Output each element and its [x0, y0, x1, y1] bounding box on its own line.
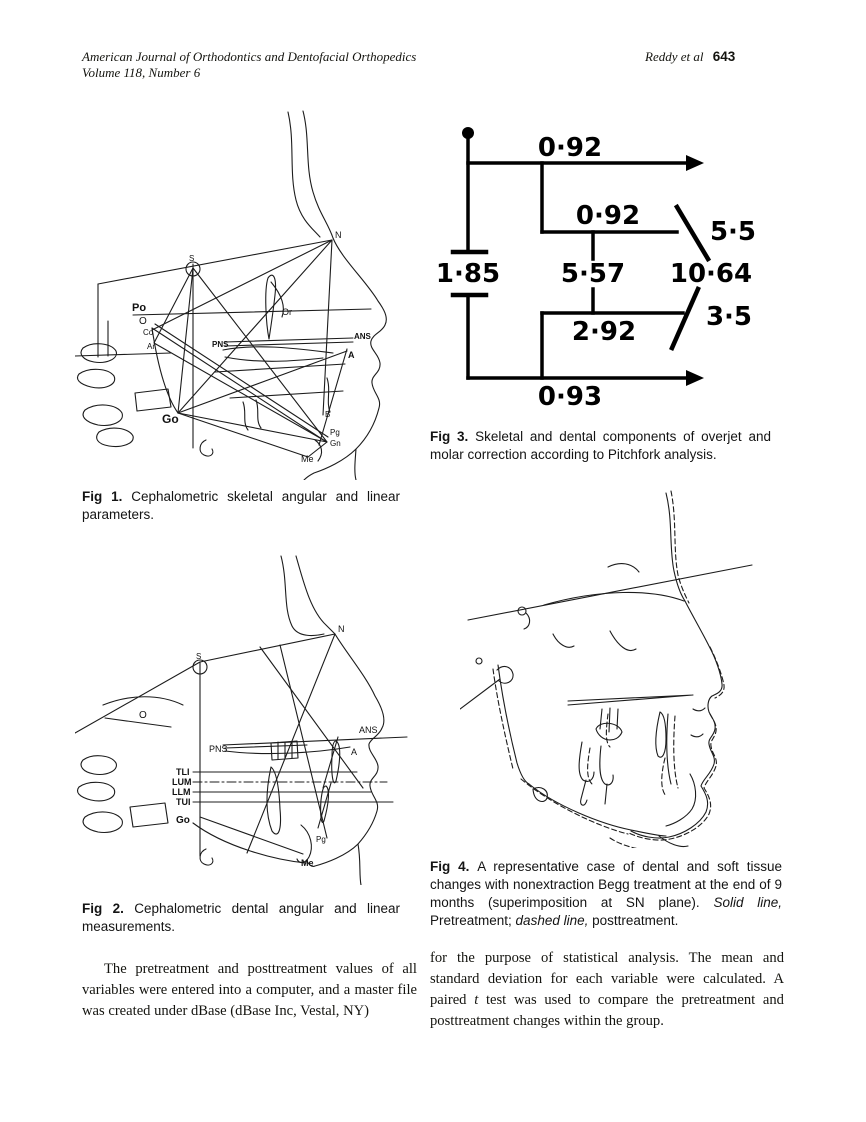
fig3-lines [450, 127, 712, 386]
fig3-value-lower-dental: 2·92 [572, 317, 636, 347]
fig3-top-arrowhead [686, 155, 704, 171]
fig2-label-pns: PNS [209, 744, 228, 754]
fig2-label-tui: TUI [176, 797, 191, 807]
fig4-caption-text-2: Pretreatment; [430, 913, 516, 929]
fig2-label-o: O [139, 710, 147, 721]
fig1-label-a: A [348, 350, 355, 360]
fig4-solid-pretreatment [460, 492, 753, 848]
body-right-text-2: test was used to compare the pretreatmen… [430, 991, 784, 1029]
fig2-label-tli: TLI [176, 767, 190, 777]
fig1-label-pns: PNS [212, 340, 229, 349]
fig1-landmark-labels: S N Po O Co Ar Or PNS ANS A B Go Pg Gn M… [132, 230, 372, 464]
journal-title: American Journal of Orthodontics and Den… [82, 49, 417, 64]
fig1-label-or: Or [282, 307, 292, 317]
fig2-label-go: Go [176, 815, 190, 826]
fig1-label-me: Me [301, 454, 314, 464]
body-left-paragraph: The pretreatment and posttreatment value… [82, 961, 417, 1019]
fig4-caption-label: Fig 4. [430, 859, 470, 874]
fig1-caption-label: Fig 1. [82, 489, 123, 504]
fig4-caption: Fig 4.A representative case of dental an… [430, 858, 782, 930]
fig1-label-s: S [189, 254, 194, 263]
fig2-caption: Fig 2.Cephalometric dental angular and l… [82, 900, 400, 936]
fig2-cephalometric-dental-tracing: S N O PNS ANS A TLI LUM LLM TUI Go Pg Me [75, 555, 408, 885]
body-right-italic-t: t [474, 991, 479, 1008]
fig3-value-lower-incisor: 3·5 [706, 302, 752, 332]
fig2-caption-text: Cephalometric dental angular and linear … [82, 901, 400, 935]
fig1-label-pg: Pg [330, 428, 340, 437]
fig2-label-n: N [338, 624, 345, 634]
running-head: Reddy et al 643 [645, 49, 735, 65]
running-authors: Reddy et al [645, 49, 704, 64]
fig3-value-mandible: 0·93 [538, 382, 602, 412]
body-right-text-1: for the purpose of statistical analysis.… [430, 950, 784, 1008]
fig3-caption-label: Fig 3. [430, 429, 469, 444]
fig4-caption-text-3: posttreatment. [588, 913, 679, 929]
fig2-label-a: A [351, 747, 357, 757]
fig4-dashed-posttreatment [492, 490, 725, 848]
fig1-label-ar: Ar [147, 342, 155, 351]
journal-header: American Journal of Orthodontics and Den… [82, 49, 416, 81]
fig4-caption-italic-dashed-line: dashed line, [515, 913, 589, 929]
fig2-caption-label: Fig 2. [82, 901, 124, 916]
fig3-value-middle: 5·57 [561, 259, 625, 289]
fig1-label-po: Po [132, 302, 146, 314]
fig3-value-upper-dental: 0·92 [576, 201, 640, 231]
fig1-line-art [75, 110, 387, 480]
fig4-superimposition-tracing [460, 490, 753, 848]
fig3-value-maxilla: 0·92 [538, 133, 602, 163]
fig4-caption-italic-solid-line: Solid line, [713, 895, 782, 911]
fig1-caption-text: Cephalometric skeletal angular and linea… [82, 489, 400, 523]
fig3-caption-text: Skeletal and dental components of overje… [430, 429, 771, 463]
fig2-label-ans: ANS [359, 725, 378, 735]
fig1-label-co: Co [143, 328, 154, 337]
fig3-value-total: 10·64 [670, 259, 752, 289]
fig2-landmark-labels: S N O PNS ANS A TLI LUM LLM TUI Go Pg Me [139, 624, 378, 868]
fig2-label-me: Me [301, 858, 314, 868]
page-number: 643 [712, 49, 736, 64]
fig1-label-n: N [335, 230, 342, 240]
fig3-value-abr: 1·85 [436, 259, 500, 289]
journal-issue: Volume 118, Number 6 [82, 65, 201, 80]
fig4-caption-text-1: A representative case of dental and soft… [430, 859, 782, 911]
fig3-bottom-arrowhead [686, 370, 704, 386]
fig3-value-upper-incisor: 5·5 [710, 217, 756, 247]
fig2-line-art [75, 555, 408, 885]
body-left-column: The pretreatment and posttreatment value… [82, 959, 417, 1022]
fig3-pitchfork-diagram: 0·92 0·92 5·5 1·85 5·57 10·64 2·92 3·5 0… [436, 127, 756, 412]
fig1-label-o: O [139, 316, 147, 327]
fig1-label-gn: Gn [330, 439, 341, 448]
fig1-label-ans: ANS [354, 332, 372, 341]
fig1-label-go: Go [162, 412, 179, 426]
fig2-label-llm: LLM [172, 787, 191, 797]
fig2-label-pg: Pg [316, 835, 326, 844]
fig1-caption: Fig 1.Cephalometric skeletal angular and… [82, 488, 400, 524]
fig3-values: 0·92 0·92 5·5 1·85 5·57 10·64 2·92 3·5 0… [436, 133, 756, 412]
fig1-cephalometric-skeletal-tracing: S N Po O Co Ar Or PNS ANS A B Go Pg Gn M… [75, 110, 387, 480]
fig3-caption: Fig 3.Skeletal and dental components of … [430, 428, 771, 464]
fig2-label-s: S [196, 652, 201, 661]
fig2-label-lum: LUM [172, 777, 192, 787]
body-right-column: for the purpose of statistical analysis.… [430, 948, 784, 1031]
fig1-label-b: B [325, 410, 330, 419]
